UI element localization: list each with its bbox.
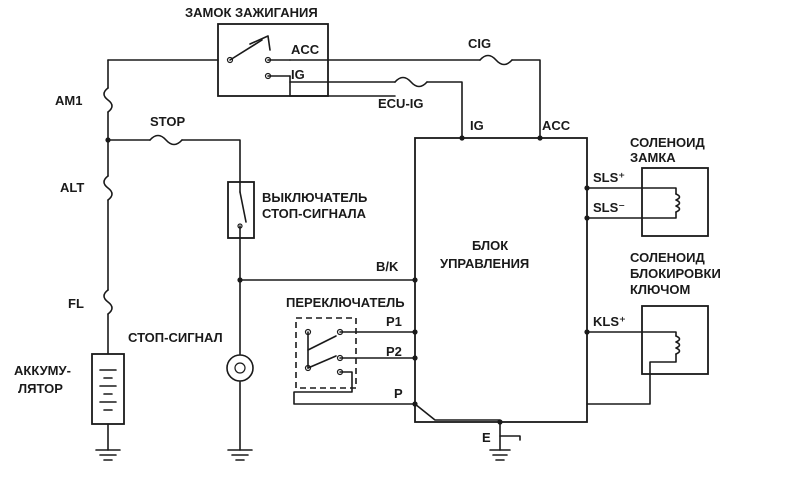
ecu-ig-fuse-label: ECU-IG [378,96,424,111]
key-solenoid-label-3: КЛЮЧОМ [630,282,690,297]
ecu-p-label: P [394,386,403,401]
key-solenoid-label-2: БЛОКИРОВКИ [630,266,721,281]
stop-fuse [149,134,183,146]
key-solenoid-box [641,305,709,375]
selector-switch-box [295,317,357,389]
selector-switch-label: ПЕРЕКЛЮЧАТЕЛЬ [286,295,405,310]
ecu-ig-label: IG [470,118,484,133]
lock-solenoid-coil [675,193,681,213]
ecu-p2-label: P2 [386,344,402,359]
battery-symbol [99,369,117,411]
ecu-kls-plus-label: KLS⁺ [593,314,626,329]
battery-ground-icon [95,449,121,461]
fl-fuse [103,289,113,315]
stop-switch-box [227,181,255,239]
key-solenoid-coil [675,335,681,355]
stop-switch-label-2: СТОП-СИГНАЛА [262,206,367,221]
alt-fuse [103,175,113,201]
am1-fuse [103,87,113,113]
ecu-acc-label: ACC [542,118,571,133]
ecu-ig-fuse [394,76,428,88]
cig-fuse-label: CIG [468,36,491,51]
lock-solenoid-label-1: СОЛЕНОИД [630,135,705,150]
stop-fuse-label: STOP [150,114,185,129]
am1-fuse-label: AM1 [55,93,82,108]
ecu-p1-label: P1 [386,314,402,329]
ecu-bk-label: B/K [376,259,399,274]
lock-solenoid-box [641,167,709,237]
ecu-title-1: БЛОК [472,238,508,253]
cig-fuse [479,54,513,66]
ignition-switch-symbol [226,35,272,80]
stop-switch-label-1: ВЫКЛЮЧАТЕЛЬ [262,190,367,205]
ecu-e-label: E [482,430,491,445]
ecu-box [414,137,588,423]
ecu-sls-minus-label: SLS⁻ [593,200,625,215]
ig-terminal-label: IG [291,67,305,82]
stop-switch-symbol [237,181,247,239]
lamp-ground-icon [227,449,253,461]
fl-fuse-label: FL [68,296,84,311]
ignition-lock-label: ЗАМОК ЗАЖИГАНИЯ [185,5,318,20]
stop-lamp-symbol [226,354,254,382]
battery-label-2: ЛЯТОР [18,381,63,396]
selector-switch-symbol [304,328,344,376]
battery-label-1: АККУМУ- [14,363,71,378]
alt-fuse-label: ALT [60,180,84,195]
ecu-title-2: УПРАВЛЕНИЯ [440,256,529,271]
ecu-sls-plus-label: SLS⁺ [593,170,625,185]
ecu-ground-icon [489,449,511,461]
lock-solenoid-label-2: ЗАМКА [630,150,676,165]
battery-box [91,353,125,425]
acc-terminal-label: ACC [291,42,320,57]
key-solenoid-label-1: СОЛЕНОИД [630,250,705,265]
stop-lamp-label: СТОП-СИГНАЛ [128,330,223,345]
